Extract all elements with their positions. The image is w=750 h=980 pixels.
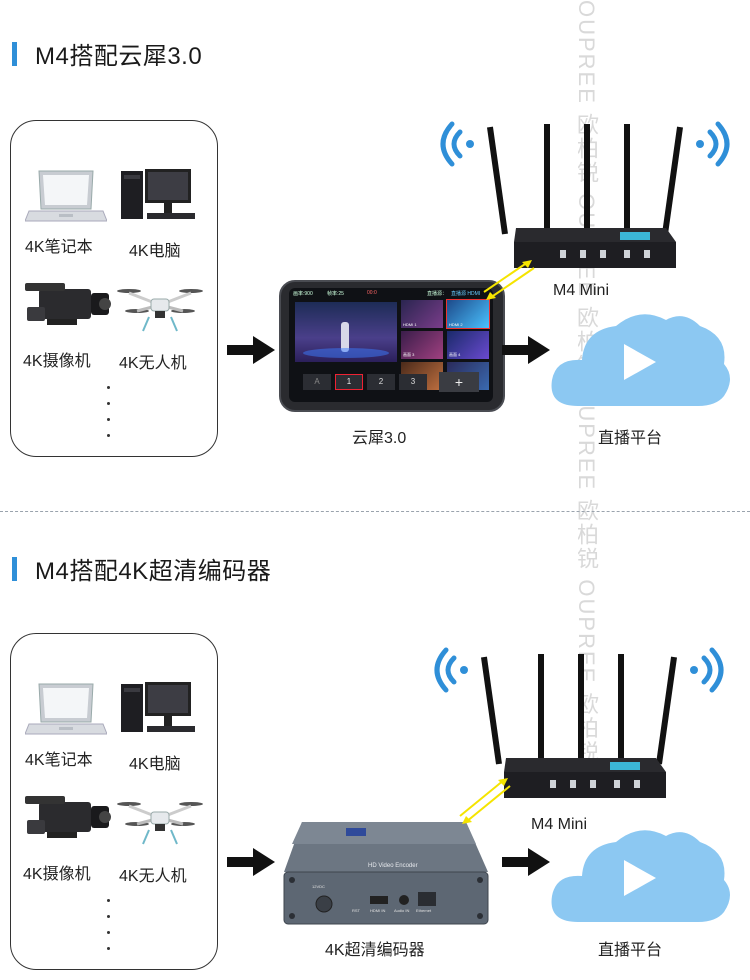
port-label: RST xyxy=(352,908,360,913)
desktop-pc-icon xyxy=(121,169,195,219)
desktop-pc-icon xyxy=(121,682,195,732)
section2-source-box: 4K笔记本 4K电脑 4K摄像机 4K无人机 xyxy=(10,633,218,970)
heading-accent-bar xyxy=(12,556,17,581)
video-camera-icon xyxy=(25,796,111,838)
encoder-body xyxy=(283,822,489,925)
source-label-camera: 4K摄像机 xyxy=(23,353,91,370)
thumbnail-selected[interactable]: HDMI 2 xyxy=(446,299,490,329)
yunxi-screen: 画率:900 帧率:25 00:0 直播源： 直播源 HDMI HDMI 1 H… xyxy=(289,288,493,402)
arrow-right-icon xyxy=(502,336,550,364)
heading-accent-bar xyxy=(12,41,17,66)
screen-status-time: 00:0 xyxy=(367,290,377,296)
router-icon xyxy=(440,121,730,268)
router-label: M4 Mini xyxy=(553,282,610,299)
source-label-pc: 4K电脑 xyxy=(129,243,181,260)
screen-status-left: 画率:900 xyxy=(293,291,313,297)
encoder-brand: HD Video Encoder xyxy=(368,863,418,869)
port-label: Audio IN xyxy=(394,908,410,913)
cloud-play-icon xyxy=(551,830,730,922)
section1-source-box: 4K笔记本 4K电脑 4K摄像机 4K无人机 xyxy=(10,120,218,457)
screen-tab-2[interactable]: 2 xyxy=(367,374,395,390)
source-label-drone: 4K无人机 xyxy=(119,868,187,885)
video-camera-icon xyxy=(25,283,111,325)
m4-mini-router xyxy=(430,110,740,300)
arrow-right-icon xyxy=(502,848,550,876)
cloud-label: 直播平台 xyxy=(598,942,663,959)
cloud-label: 直播平台 xyxy=(598,430,663,447)
section1-heading: M4搭配云犀3.0 xyxy=(12,36,202,71)
router-label: M4 Mini xyxy=(531,816,588,833)
source-label-drone: 4K无人机 xyxy=(119,355,187,372)
source-label-laptop: 4K笔记本 xyxy=(25,239,93,256)
section-divider xyxy=(0,511,750,512)
encoder-label: 4K超清编码器 xyxy=(325,942,425,959)
cloud-play-icon xyxy=(551,314,730,406)
more-sources-dots xyxy=(107,386,111,450)
screen-tab-1[interactable]: 1 xyxy=(335,374,363,390)
m4-mini-router xyxy=(424,636,734,826)
yunxi-device: 画率:900 帧率:25 00:0 直播源： 直播源 HDMI HDMI 1 H… xyxy=(279,280,505,412)
arrow-right-icon xyxy=(227,848,275,876)
screen-status-right: 直播源： xyxy=(427,291,448,297)
screen-main-preview xyxy=(295,302,397,362)
section2-heading: M4搭配4K超清编码器 xyxy=(12,551,271,586)
source-label-laptop: 4K笔记本 xyxy=(25,752,93,769)
laptop-icon xyxy=(25,683,107,735)
thumbnail[interactable]: HDMI 1 xyxy=(401,300,443,328)
thumbnail[interactable]: 画面 4 xyxy=(447,331,489,359)
port-label: 12VDC xyxy=(312,884,325,889)
port-label: HDMI IN xyxy=(370,908,386,913)
bidirectional-link-icon xyxy=(459,778,511,824)
port-label: Ethernet xyxy=(416,908,432,913)
screen-status-mid: 帧率:25 xyxy=(327,291,344,297)
router-icon xyxy=(434,647,724,798)
bidirectional-link-icon xyxy=(483,260,535,300)
section1-title: M4搭配云犀3.0 xyxy=(35,43,203,70)
thumbnail[interactable]: 画面 3 xyxy=(401,331,443,359)
drone-icon xyxy=(117,802,203,845)
more-sources-dots xyxy=(107,899,111,963)
screen-tab-3[interactable]: 3 xyxy=(399,374,427,390)
drone-icon xyxy=(117,289,203,332)
yunxi-label: 云犀3.0 xyxy=(352,430,407,447)
video-encoder-device: HD Video Encoder 12VDC RST HDMI IN Audio… xyxy=(280,822,494,926)
source-label-camera: 4K摄像机 xyxy=(23,866,91,883)
source-label-pc: 4K电脑 xyxy=(129,756,181,773)
screen-tab-a[interactable]: A xyxy=(303,374,331,390)
screen-add-button[interactable]: + xyxy=(439,372,479,392)
section2-title: M4搭配4K超清编码器 xyxy=(35,558,272,585)
screen-status-right-tag: 直播源 HDMI xyxy=(451,291,481,297)
laptop-icon xyxy=(25,170,107,222)
arrow-right-icon xyxy=(227,336,275,364)
